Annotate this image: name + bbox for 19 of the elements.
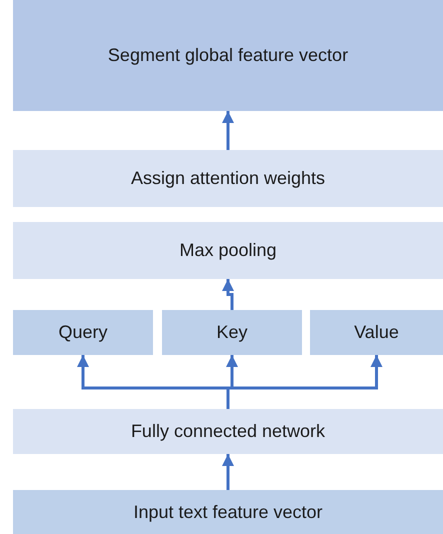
process-box xyxy=(13,222,443,279)
box-label: Fully connected network xyxy=(130,421,326,442)
box-label: Input text feature vector xyxy=(133,502,323,522)
process-box xyxy=(13,0,443,111)
process-box xyxy=(13,490,443,534)
process-box xyxy=(13,310,153,355)
arrow xyxy=(222,454,234,490)
process-box xyxy=(310,310,443,355)
arrow xyxy=(222,111,234,150)
arrow xyxy=(222,279,234,310)
box-label: Value xyxy=(354,322,399,343)
box-label: Key xyxy=(216,322,248,343)
box-label: Assign attention weights xyxy=(130,168,326,189)
process-box xyxy=(13,409,443,454)
process-box xyxy=(162,310,302,355)
box-label: Query xyxy=(58,322,108,343)
process-box xyxy=(13,150,443,207)
box-label: Segment global feature vector xyxy=(108,45,348,66)
box-label: Max pooling xyxy=(179,240,277,261)
